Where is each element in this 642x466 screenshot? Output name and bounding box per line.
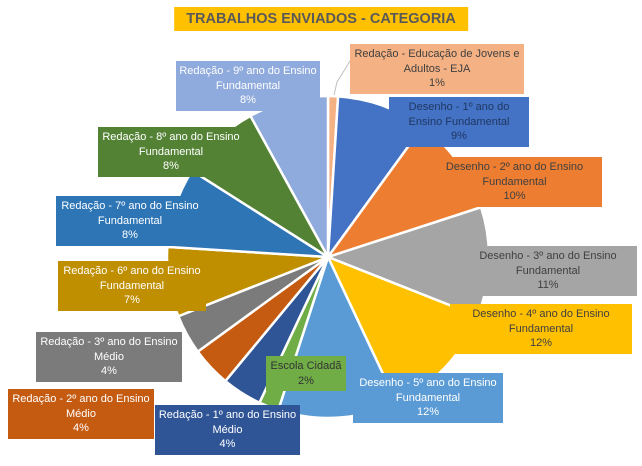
pie-label-percent: 10%	[503, 190, 526, 203]
chart-title: TRABALHOS ENVIADOS - CATEGORIA	[174, 7, 468, 31]
pie-label-text: Desenho - 2º ano do Ensino Fundamental	[445, 161, 584, 188]
pie-label: Desenho - 5º ano do Ensino Fundamental 12…	[353, 373, 503, 423]
pie-label: Redação - 2º ano do Ensino Médio 4%	[8, 389, 154, 439]
pie-label-percent: 4%	[219, 438, 236, 451]
pie-label-text: Desenho - 5º ano do Ensino Fundamental	[359, 377, 497, 404]
pie-label-text: Redação - 7º ano do Ensino Fundamental	[61, 200, 199, 227]
pie-label-percent: 4%	[101, 365, 117, 378]
pie-label-percent: 12%	[529, 337, 553, 350]
pie-label: Redação - 9º ano do Ensino Fundamental 8%	[176, 61, 320, 111]
pie-label-percent: 9%	[451, 130, 467, 143]
pie-label-percent: 12%	[416, 406, 440, 419]
pie-label: Redação - 6º ano do Ensino Fundamental 7%	[58, 261, 206, 311]
pie-label-text: Redação - 9º ano do Ensino Fundamental	[179, 65, 317, 92]
pie-label-text: Escola Cidadã	[270, 360, 342, 372]
pie-label-text: Redação - 8º ano do Ensino Fundamental	[102, 131, 240, 158]
pie-label-percent: 8%	[122, 229, 138, 242]
pie-label: Desenho - 1º ano do Ensino Fundamental 9%	[389, 97, 529, 147]
pie-label: Redação - 1º ano do Ensino Médio 4%	[155, 405, 300, 455]
pie-label-percent: 8%	[163, 160, 179, 173]
pie-label-percent: 11%	[537, 279, 559, 292]
pie-label: Desenho - 3º ano do Ensino Fundamental 11…	[459, 246, 637, 296]
pie-label: Redação - 8º ano do Ensino Fundamental 8%	[98, 127, 244, 177]
pie-label-text: Redação - 2º ano do Ensino Médio	[12, 393, 150, 420]
pie-label: Escola Cidadã 2%	[266, 356, 346, 392]
pie-label-text: Desenho - 4º ano do Ensino Fundamental	[472, 308, 610, 335]
pie-label: Desenho - 4º ano do Ensino Fundamental 12…	[450, 304, 632, 354]
pie-label-text: Desenho - 1º ano do Ensino Fundamental	[408, 101, 510, 128]
pie-label-percent: 8%	[240, 94, 256, 107]
pie-label-text: Redação - 3º ano do Ensino Médio	[40, 336, 178, 363]
pie-label-percent: 4%	[73, 422, 89, 435]
pie-label-text: Redação - Educação de Jovens e Adultos -…	[354, 48, 520, 75]
pie-label: Desenho - 2º ano do Ensino Fundamental 10…	[427, 157, 602, 207]
pie-label-percent: 1%	[429, 77, 445, 90]
pie-label: Redação - 7º ano do Ensino Fundamental 8%	[56, 196, 204, 246]
pie-label-percent: 2%	[298, 374, 314, 387]
pie-label: Redação - 3º ano do Ensino Médio 4%	[36, 332, 182, 382]
pie-label-text: Redação - 1º ano do Ensino Médio	[158, 409, 297, 436]
pie-label-text: Redação - 6º ano do Ensino Fundamental	[63, 265, 201, 292]
pie-label: Redação - Educação de Jovens e Adultos -…	[350, 44, 524, 94]
pie-label-text: Desenho - 3º ano do Ensino Fundamental	[479, 250, 617, 277]
pie-label-percent: 7%	[124, 294, 140, 307]
label-leader-line	[333, 57, 353, 96]
